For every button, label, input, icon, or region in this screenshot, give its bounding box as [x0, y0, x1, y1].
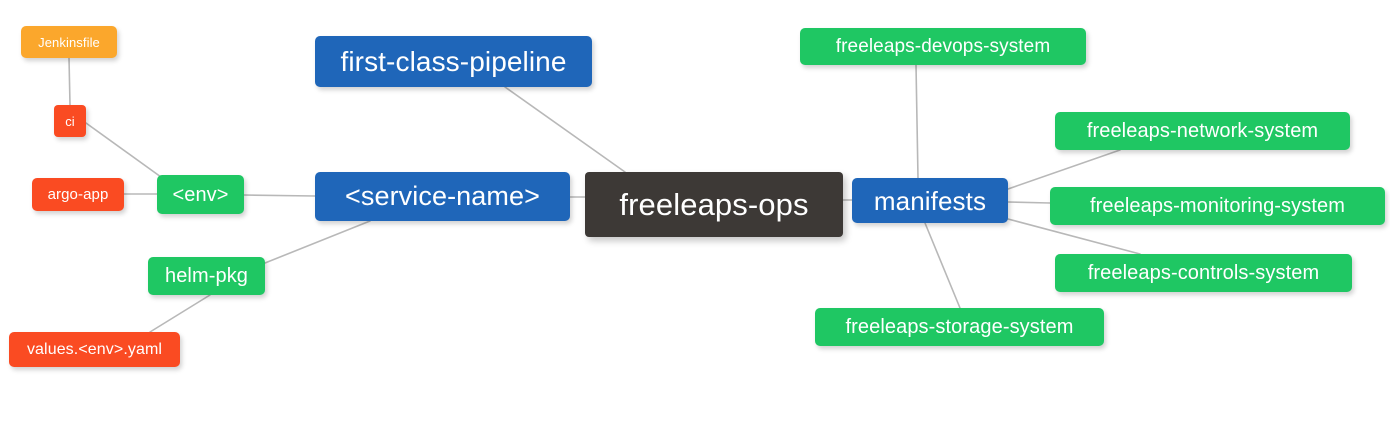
node-label: freeleaps-controls-system [1087, 262, 1320, 284]
edge-manifests-network [1007, 149, 1121, 190]
node-freeleaps-storage-system[interactable]: freeleaps-storage-system [815, 308, 1104, 346]
edge-ci-env [85, 122, 162, 178]
node-freeleaps-monitoring-system[interactable]: freeleaps-monitoring-system [1050, 187, 1385, 225]
node-values-yaml[interactable]: values.<env>.yaml [9, 332, 180, 367]
node-first-class-pipeline[interactable]: first-class-pipeline [315, 36, 592, 87]
node-label: freeleaps-devops-system [835, 36, 1051, 57]
edge-manifests-devops [915, 64, 919, 179]
node-label: freeleaps-storage-system [845, 316, 1074, 338]
node-argo-app[interactable]: argo-app [32, 178, 124, 211]
node-label: manifests [873, 185, 987, 216]
node-label: freeleaps-ops [619, 187, 809, 222]
node-freeleaps-network-system[interactable]: freeleaps-network-system [1055, 112, 1350, 150]
node-label: first-class-pipeline [340, 45, 567, 77]
node-manifests[interactable]: manifests [852, 178, 1008, 223]
node-env[interactable]: <env> [157, 175, 244, 214]
node-label: freeleaps-network-system [1086, 120, 1319, 142]
edge-env-servicename [243, 194, 316, 197]
node-freeleaps-ops[interactable]: freeleaps-ops [585, 172, 843, 237]
node-label: Jenkinsfile [38, 34, 100, 50]
node-label: freeleaps-monitoring-system [1089, 195, 1345, 217]
node-helm-pkg[interactable]: helm-pkg [148, 257, 265, 295]
node-freeleaps-controls-system[interactable]: freeleaps-controls-system [1055, 254, 1352, 292]
node-label: argo-app [47, 186, 109, 203]
edge-values-helmpkg [149, 294, 211, 333]
node-label: ci [65, 113, 75, 129]
node-jenkinsfile[interactable]: Jenkinsfile [21, 26, 117, 58]
node-service-name[interactable]: <service-name> [315, 172, 570, 221]
node-freeleaps-devops-system[interactable]: freeleaps-devops-system [800, 28, 1086, 65]
node-label: helm-pkg [164, 265, 249, 287]
edge-manifests-storage [924, 222, 961, 309]
edge-jenkinsfile-ci [68, 57, 71, 106]
node-label: <env> [172, 183, 229, 206]
node-label: values.<env>.yaml [26, 340, 163, 358]
edge-firstclass-ops [504, 86, 626, 173]
edge-manifests-monitoring [1007, 201, 1051, 204]
node-label: <service-name> [345, 181, 540, 211]
edge-helmpkg-servicename [264, 220, 371, 264]
node-ci[interactable]: ci [54, 105, 86, 137]
